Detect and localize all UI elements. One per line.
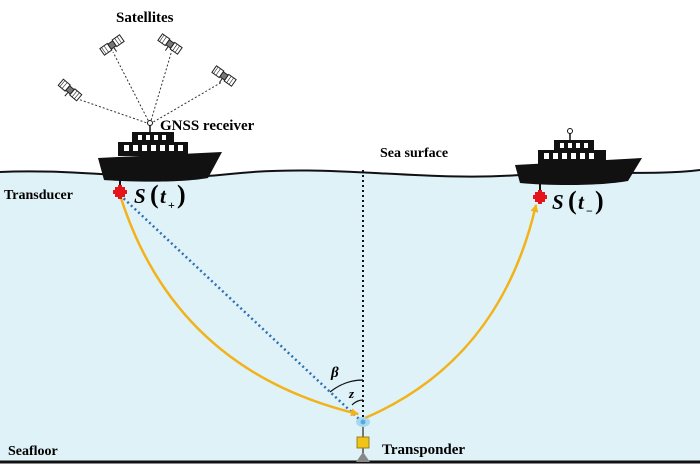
formula-s: S (134, 184, 146, 208)
formula-paren-close: ) (595, 186, 604, 215)
satellites-label: Satellites (116, 10, 174, 26)
formula-t: t (578, 190, 585, 214)
formula-s-t-minus: S ( t − ) (552, 186, 604, 218)
formula-s-t-plus: S ( t + ) (134, 180, 186, 212)
transponder-icon (356, 417, 370, 462)
satellite-icon (209, 65, 237, 90)
formula-t: t (160, 184, 167, 208)
satellite-icon (155, 33, 183, 58)
ship-icon (98, 120, 222, 182)
transducer-label: Transducer (4, 188, 73, 203)
z-label: z (348, 386, 355, 401)
transducer-icon (113, 185, 127, 199)
formula-paren-open: ( (568, 186, 577, 215)
acoustic-ray-outbound (118, 194, 359, 417)
formula-s: S (552, 190, 564, 214)
formula-paren-close: ) (177, 180, 186, 209)
z-arc (351, 399, 364, 406)
formula-paren-open: ( (150, 180, 159, 209)
satellite-icon (99, 34, 127, 59)
transducer-icon (533, 190, 547, 204)
sea-surface-label: Sea surface (380, 146, 448, 161)
seafloor-label: Seafloor (8, 444, 58, 459)
beta-arc (329, 379, 364, 393)
acoustic-ray-return (364, 204, 539, 420)
formula-subscript: − (586, 204, 593, 218)
transponder-label: Transponder (382, 442, 465, 458)
gnss-receiver-label: GNSS receiver (160, 118, 255, 134)
satellite-icon (55, 78, 83, 105)
satellite-sight-lines (71, 49, 223, 125)
formula-subscript: + (168, 198, 175, 212)
ship-icon (515, 128, 642, 186)
beta-label: β (330, 365, 339, 381)
